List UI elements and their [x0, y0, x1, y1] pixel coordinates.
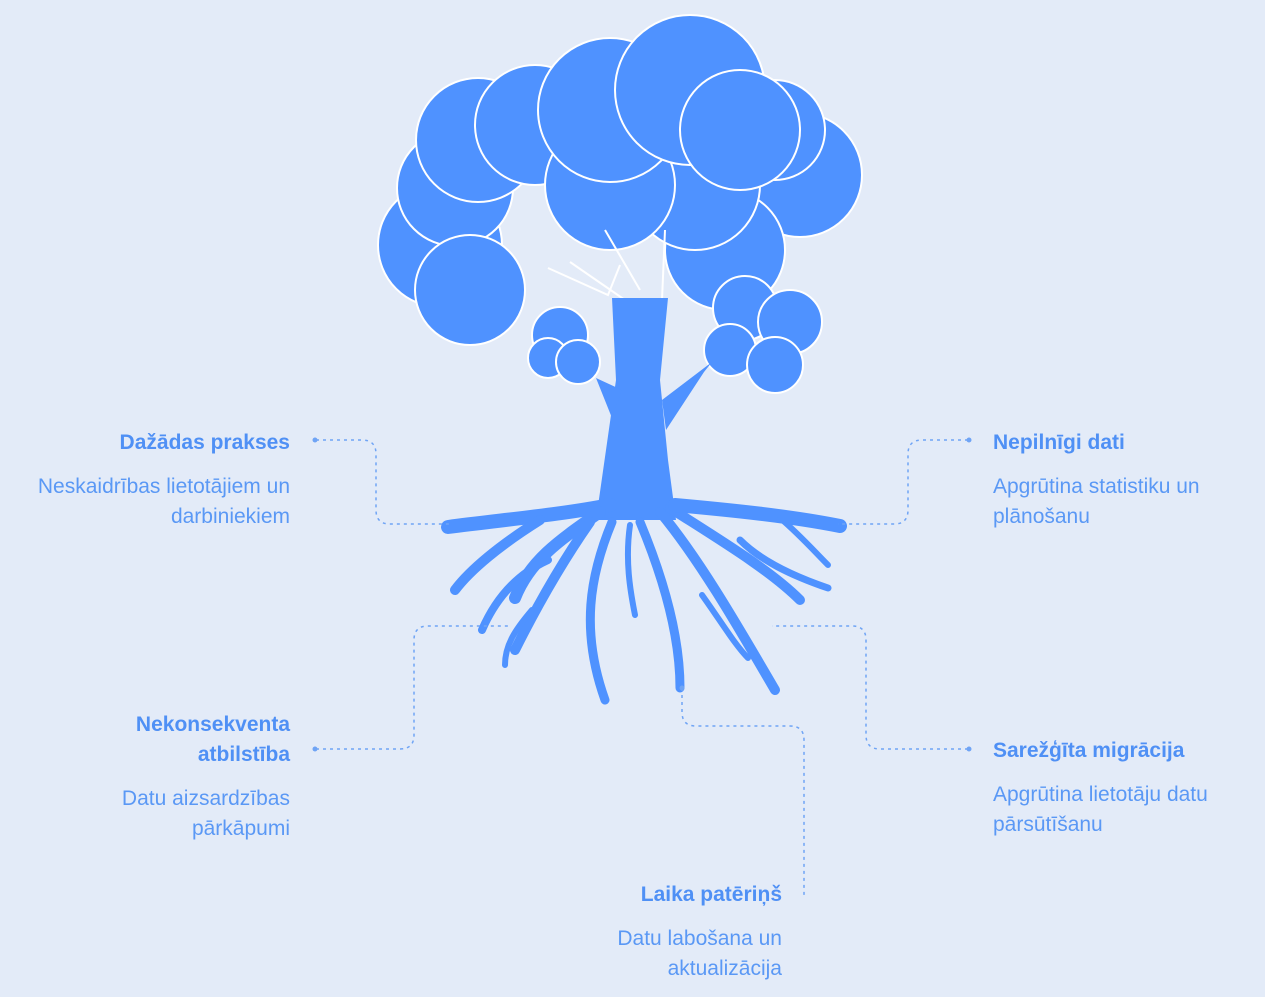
connector-dots: [312, 437, 972, 752]
connector-sarezgita-migracija: [772, 625, 968, 750]
callout-title: Nepilnīgi dati: [993, 431, 1125, 454]
tree-roots: [441, 498, 847, 705]
callout-title: Nekonsekventa atbilstība: [135, 713, 290, 766]
tree-trunk: [596, 298, 712, 520]
callout-description: Neskaidrības lietotājiem un darbiniekiem: [37, 475, 290, 528]
connector-lines: [316, 439, 968, 895]
tree-branches: [547, 229, 666, 301]
callout-laika-paterins: Laika patēriņš Datu labošana un aktualiz…: [562, 880, 782, 984]
callout-title: Laika patēriņš: [640, 883, 782, 906]
callout-title: Sarežģīta migrācija: [993, 739, 1185, 762]
callout-description: Apgrūtina lietotāju datu pārsūtīšanu: [993, 783, 1208, 836]
callout-nekonsekventa-atbilstiba: Nekonsekventa atbilstība Datu aizsardzīb…: [90, 710, 290, 844]
connector-dazadas-prakses: [316, 439, 450, 525]
connector-nepilnigi-dati: [838, 439, 968, 525]
callout-sarezgita-migracija: Sarežģīta migrācija Apgrūtina lietotāju …: [993, 736, 1258, 840]
callout-title: Dažādas prakses: [119, 431, 290, 454]
callout-description: Datu aizsardzības pārkāpumi: [121, 787, 290, 840]
callout-description: Apgrūtina statistiku un plānošanu: [993, 475, 1200, 528]
callout-description: Datu labošana un aktualizācija: [617, 927, 782, 980]
tree-side-bushes: [527, 275, 823, 394]
connector-laika-paterins: [681, 688, 805, 895]
callout-dazadas-prakses: Dažādas prakses Neskaidrības lietotājiem…: [0, 428, 290, 532]
callout-nepilnigi-dati: Nepilnīgi dati Apgrūtina statistiku un p…: [993, 428, 1258, 532]
connector-nekonsekventa-atbilstiba: [316, 625, 510, 750]
